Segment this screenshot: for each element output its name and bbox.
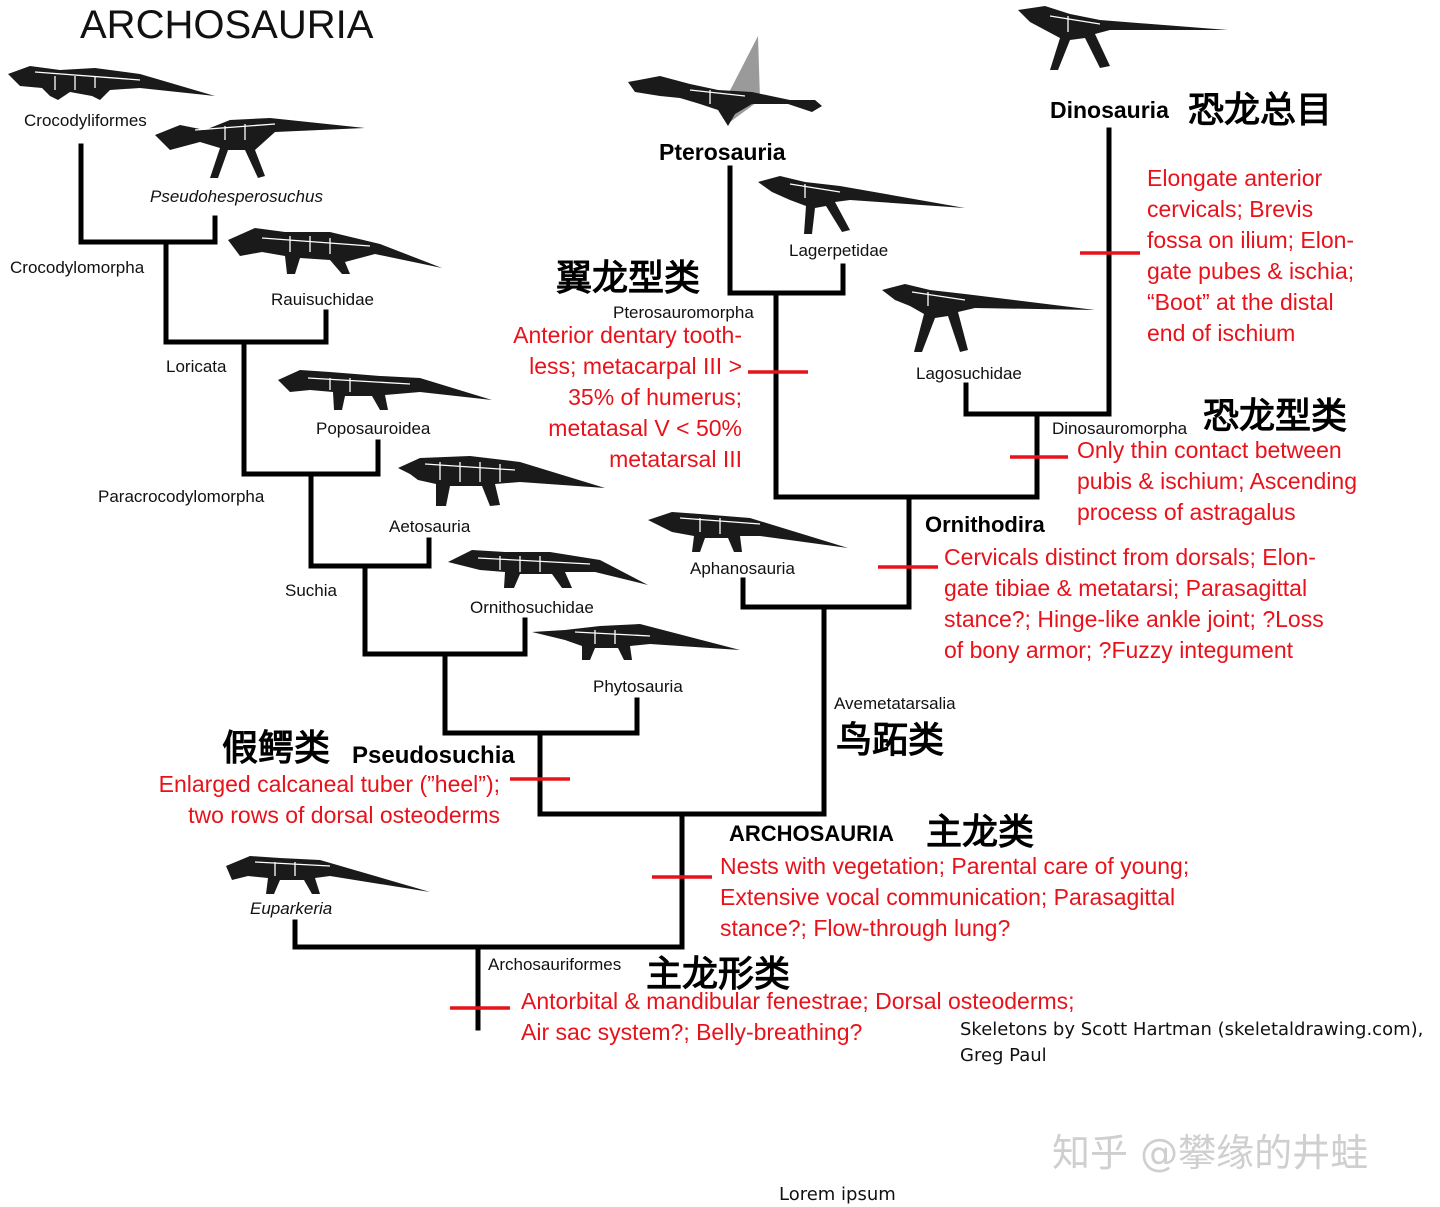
- label-avemetatarsalia: Avemetatarsalia: [834, 694, 956, 713]
- traits-pseudosuchia: Enlarged calcaneal tuber (”heel”); two r…: [159, 771, 500, 828]
- label-aetosauria: Aetosauria: [389, 517, 471, 536]
- cn-pterosauromorpha: 翼龙型类: [556, 258, 700, 299]
- traits-ornithodira: Cervicals distinct from dorsals; Elon- g…: [944, 544, 1324, 663]
- traits-archosauriformes: Antorbital & mandibular fenestrae; Dorsa…: [521, 988, 1075, 1045]
- traits-dinosauria: Elongate anterior cervicals; Brevis foss…: [1147, 165, 1354, 346]
- skeleton-poposauroidea: [278, 370, 492, 410]
- trait-line: Air sac system?; Belly-breathing?: [521, 1019, 862, 1045]
- trait-line: gate tibiae & metatarsi; Parasagittal: [944, 575, 1307, 601]
- skeleton-aetosauria: [398, 456, 605, 506]
- trait-line: of bony armor; ?Fuzzy integument: [944, 637, 1294, 663]
- trait-line: metatarsal III: [609, 446, 742, 472]
- skeleton-crocodyliformes: [8, 66, 215, 100]
- trait-line: two rows of dorsal osteoderms: [188, 802, 500, 828]
- trait-line: Enlarged calcaneal tuber (”heel”);: [159, 771, 500, 797]
- watermark: 知乎 @攀缘的井蛙: [1052, 1131, 1368, 1175]
- traits-dinosauromorpha: Only thin contact between pubis & ischiu…: [1077, 437, 1357, 525]
- cn-dinosauromorpha: 恐龙型类: [1203, 396, 1347, 437]
- cn-pseudosuchia: 假鳄类: [222, 728, 330, 769]
- label-archosauriformes: Archosauriformes: [488, 955, 621, 974]
- credit-line: Skeletons by Scott Hartman (skeletaldraw…: [960, 1019, 1423, 1040]
- skeleton-pseudohesperosuchus: [155, 118, 365, 178]
- trait-line: end of ischium: [1147, 320, 1295, 346]
- trait-ticks: [450, 251, 1140, 1010]
- label-suchia: Suchia: [285, 581, 338, 600]
- cn-avemetatarsalia: 鸟跖类: [836, 720, 944, 761]
- trait-line: “Boot” at the distal: [1147, 289, 1334, 315]
- credit-line: Greg Paul: [960, 1045, 1047, 1066]
- label-aphanosauria: Aphanosauria: [690, 559, 795, 578]
- label-paracrocodylomorpha: Paracrocodylomorpha: [98, 487, 265, 506]
- trait-line: Elongate anterior: [1147, 165, 1323, 191]
- label-rauisuchidae: Rauisuchidae: [271, 290, 374, 309]
- trait-line: 35% of humerus;: [568, 384, 742, 410]
- skeleton-pterosauria: [628, 36, 822, 126]
- label-euparkeria: Euparkeria: [250, 899, 332, 918]
- label-pseudosuchia: Pseudosuchia: [352, 742, 515, 769]
- label-ornithosuchidae: Ornithosuchidae: [470, 598, 594, 617]
- diagram-title: ARCHOSAURIA: [80, 3, 374, 47]
- skeleton-lagerpetidae: [758, 176, 965, 234]
- skeleton-rauisuchidae: [228, 228, 442, 274]
- label-pterosauria: Pterosauria: [659, 139, 786, 165]
- label-dinosauria: Dinosauria: [1050, 97, 1169, 123]
- label-pseudohesperosuchus: Pseudohesperosuchus: [150, 187, 323, 206]
- trait-line: metatasal V < 50%: [548, 415, 742, 441]
- skeleton-euparkeria: [226, 856, 430, 894]
- label-dinosauromorpha: Dinosauromorpha: [1052, 419, 1188, 438]
- footer-text: Lorem ipsum: [779, 1184, 896, 1205]
- label-phytosauria: Phytosauria: [593, 677, 683, 696]
- cn-dinosauria: 恐龙总目: [1188, 90, 1332, 131]
- cn-archosauria: 主龙类: [926, 812, 1034, 853]
- label-crocodylomorpha: Crocodylomorpha: [10, 258, 145, 277]
- trait-line: cervicals; Brevis: [1147, 196, 1313, 222]
- trait-line: Antorbital & mandibular fenestrae; Dorsa…: [521, 988, 1075, 1014]
- trait-line: Nests with vegetation; Parental care of …: [720, 853, 1189, 879]
- traits-archosauria: Nests with vegetation; Parental care of …: [720, 853, 1189, 941]
- trait-line: process of astragalus: [1077, 499, 1296, 525]
- skeleton-ornithosuchidae: [448, 550, 648, 588]
- label-crocodyliformes: Crocodyliformes: [24, 111, 147, 130]
- label-pterosauromorpha: Pterosauromorpha: [613, 303, 754, 322]
- trait-line: less; metacarpal III >: [529, 353, 742, 379]
- trait-line: fossa on ilium; Elon-: [1147, 227, 1354, 253]
- skeleton-lagosuchidae: [882, 284, 1095, 352]
- skeleton-aphanosauria: [648, 512, 848, 552]
- trait-line: pubis & ischium; Ascending: [1077, 468, 1357, 494]
- label-lagerpetidae: Lagerpetidae: [789, 241, 888, 260]
- trait-line: Only thin contact between: [1077, 437, 1342, 463]
- label-poposauroidea: Poposauroidea: [316, 419, 431, 438]
- trait-line: Extensive vocal communication; Parasagit…: [720, 884, 1175, 910]
- label-loricata: Loricata: [166, 357, 227, 376]
- label-ornithodira: Ornithodira: [925, 512, 1046, 537]
- trait-line: Cervicals distinct from dorsals; Elon-: [944, 544, 1316, 570]
- trait-line: Anterior dentary tooth-: [513, 322, 742, 348]
- trait-line: stance?; Flow-through lung?: [720, 915, 1010, 941]
- label-lagosuchidae: Lagosuchidae: [916, 364, 1022, 383]
- trait-line: stance?; Hinge-like ankle joint; ?Loss: [944, 606, 1324, 632]
- cn-archosauriformes: 主龙形类: [646, 954, 790, 995]
- trait-line: gate pubes & ischia;: [1147, 258, 1354, 284]
- skeleton-dinosauria: [1018, 6, 1228, 70]
- skeleton-phytosauria: [532, 624, 740, 660]
- label-archosauria: ARCHOSAURIA: [729, 821, 894, 846]
- traits-pterosauromorpha: Anterior dentary tooth- less; metacarpal…: [513, 322, 742, 472]
